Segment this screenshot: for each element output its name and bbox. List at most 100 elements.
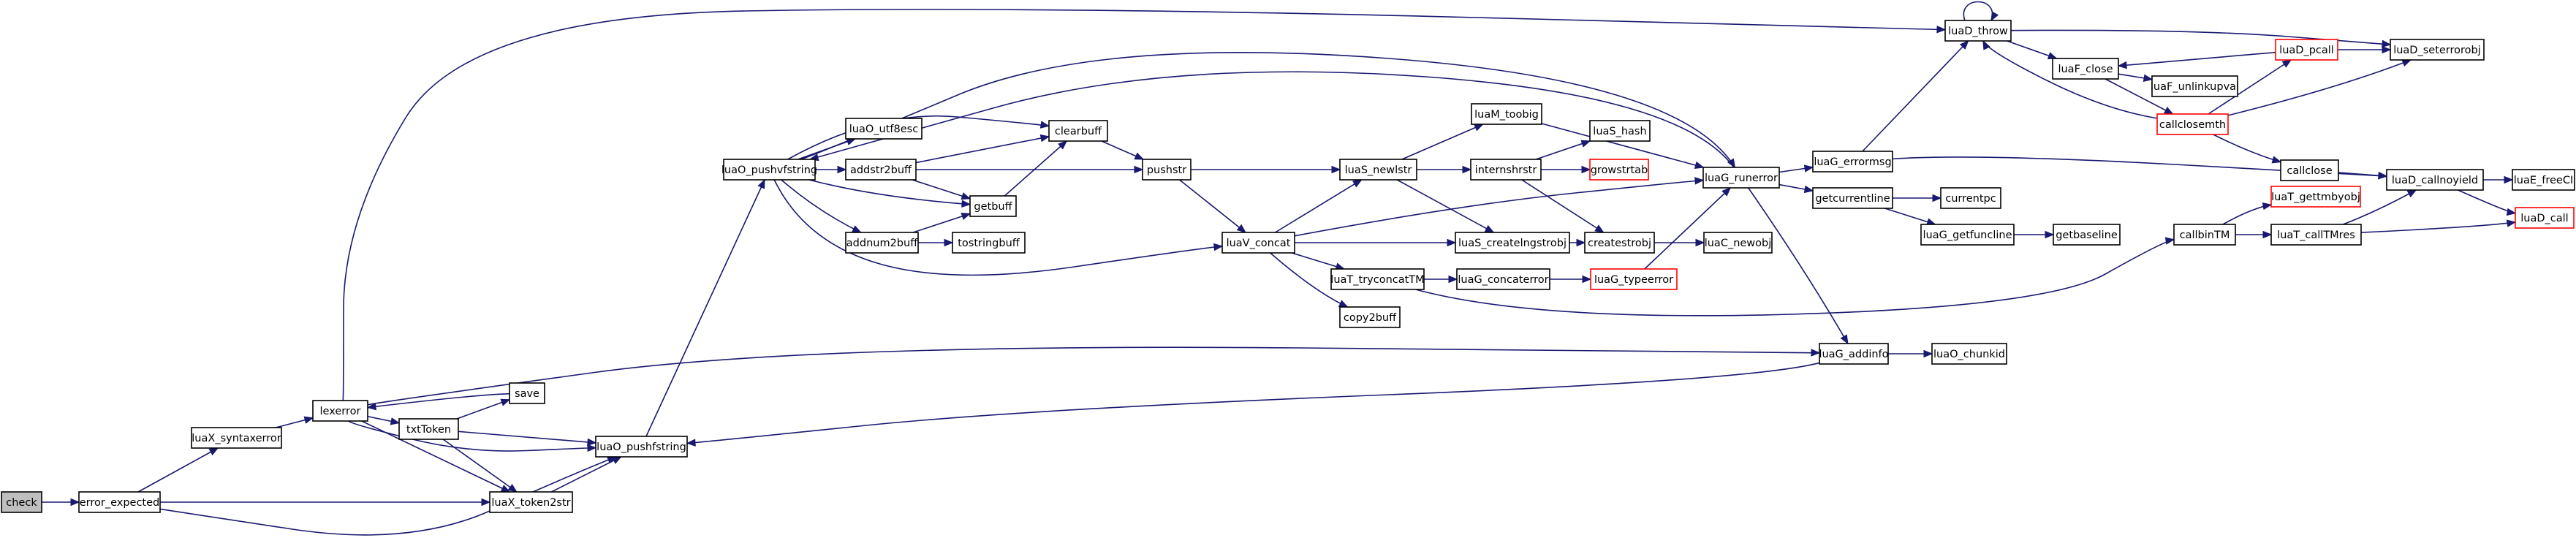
edge-line bbox=[800, 52, 1736, 168]
edge-error_expected-to-luaX_syntaxerror bbox=[137, 447, 219, 493]
node-getbuff[interactable]: getbuff bbox=[969, 195, 1017, 217]
node-tostringbuff[interactable]: tostringbuff bbox=[952, 232, 1026, 254]
node-pushstr[interactable]: pushstr bbox=[1142, 159, 1192, 181]
node-luaO_chunkid[interactable]: luaO_chunkid bbox=[1931, 343, 2007, 365]
node-label: luaG_typeerror bbox=[1594, 274, 1673, 286]
edge-line bbox=[1982, 40, 2158, 119]
node-currentpc[interactable]: currentpc bbox=[1940, 187, 2001, 209]
node-label: luaT_gettmbyobj bbox=[2271, 192, 2360, 203]
node-luaO_pushvfstring[interactable]: luaO_pushvfstring bbox=[721, 159, 817, 181]
node-callclose[interactable]: callclose bbox=[2280, 159, 2339, 181]
node-copy2buff[interactable]: copy2buff bbox=[1339, 306, 1401, 328]
node-luaS_hash[interactable]: luaS_hash bbox=[1589, 120, 1651, 142]
node-luaG_addinfo[interactable]: luaG_addinfo bbox=[1819, 343, 1889, 365]
edge-arrowhead bbox=[1695, 238, 1705, 247]
node-box bbox=[312, 400, 368, 422]
node-box bbox=[1812, 187, 1893, 209]
node-luaG_runerror[interactable]: luaG_runerror bbox=[1702, 167, 1780, 189]
edge-arrowhead bbox=[303, 416, 314, 424]
node-createstrobj[interactable]: createstrobj bbox=[1584, 232, 1655, 254]
edge-addstr2buff-to-pushstr bbox=[916, 165, 1144, 174]
node-luaD_seterrorobj[interactable]: luaD_seterrorobj bbox=[2390, 39, 2485, 61]
node-label: luaG_addinfo bbox=[1819, 349, 1888, 360]
node-luaC_newobj[interactable]: luaC_newobj bbox=[1703, 232, 1773, 254]
node-label: luaG_runerror bbox=[1705, 172, 1778, 184]
edge-internshrstr-to-growstrtab bbox=[1541, 165, 1591, 174]
edge-arrowhead bbox=[837, 165, 847, 174]
node-luaT_tryconcatTM[interactable]: luaT_tryconcatTM bbox=[1330, 268, 1425, 290]
node-luaO_pushfstring[interactable]: luaO_pushfstring bbox=[595, 436, 688, 458]
edge-arrowhead bbox=[1990, 11, 1999, 22]
edge-arrowhead bbox=[2163, 107, 2174, 115]
node-txtToken[interactable]: txtToken bbox=[398, 418, 459, 440]
edge-line bbox=[1862, 40, 1969, 152]
node-box bbox=[1940, 187, 2001, 209]
node-error_expected[interactable]: error_expected bbox=[78, 491, 161, 513]
edge-luaG_getfuncline-to-getbaseline bbox=[2014, 230, 2055, 239]
edge-luaG_runerror-to-luaO_pushvfstring bbox=[808, 71, 1735, 168]
node-lexerror[interactable]: lexerror bbox=[312, 400, 368, 422]
node-luaD_callnoyield[interactable]: luaD_callnoyield bbox=[2386, 169, 2484, 191]
node-box bbox=[969, 195, 1017, 217]
node-luaG_concaterror[interactable]: luaG_concaterror bbox=[1456, 268, 1550, 290]
node-box bbox=[2515, 207, 2575, 229]
edge-arrowhead bbox=[507, 484, 518, 493]
node-luaO_utf8esc[interactable]: luaO_utf8esc bbox=[845, 118, 923, 140]
edge-arrowhead bbox=[2382, 39, 2392, 48]
node-label: luaV_concat bbox=[1227, 238, 1291, 249]
node-luaT_gettmbyobj[interactable]: luaT_gettmbyobj bbox=[2270, 186, 2361, 208]
node-box bbox=[1142, 159, 1192, 181]
node-luaX_token2str[interactable]: luaX_token2str bbox=[489, 491, 573, 513]
edge-arrowhead bbox=[2281, 59, 2292, 68]
node-callclosemth[interactable]: callclosemth bbox=[2156, 113, 2229, 135]
node-callbinTM[interactable]: callbinTM bbox=[2173, 224, 2236, 246]
node-luaE_freeCI[interactable]: luaE_freeCI bbox=[2512, 169, 2575, 191]
edge-arrowhead bbox=[1803, 185, 1814, 194]
node-luaM_toobig[interactable]: luaM_toobig bbox=[1471, 103, 1542, 125]
node-luaD_call[interactable]: luaD_call bbox=[2515, 207, 2575, 229]
edge-line bbox=[912, 179, 971, 200]
node-luaF_close[interactable]: luaF_close bbox=[2052, 58, 2119, 80]
node-luaS_createlngstrobj[interactable]: luaS_createlngstrobj bbox=[1455, 232, 1570, 254]
edge-lexerror-to-luaG_addinfo bbox=[367, 346, 1821, 406]
node-luaX_syntaxerror[interactable]: luaX_syntaxerror bbox=[191, 427, 282, 449]
edge-arrowhead bbox=[2506, 219, 2517, 227]
edge-arrowhead bbox=[1447, 238, 1457, 247]
edge-addstr2buff-to-clearbuff bbox=[915, 134, 1050, 164]
edge-pushstr-to-luaS_newlstr bbox=[1191, 165, 1341, 174]
node-box bbox=[1471, 103, 1542, 125]
edge-line bbox=[1275, 179, 1362, 233]
node-internshrstr[interactable]: internshrstr bbox=[1470, 159, 1542, 181]
node-luaF_unlinkupval[interactable]: luaF_unlinkupval bbox=[2151, 75, 2239, 97]
node-box bbox=[2270, 224, 2362, 246]
node-box bbox=[1455, 232, 1570, 254]
node-luaG_getfuncline[interactable]: luaG_getfuncline bbox=[1920, 224, 2015, 246]
edge-line bbox=[787, 115, 1050, 160]
node-label: luaX_syntaxerror bbox=[192, 433, 281, 444]
edge-line bbox=[442, 439, 518, 493]
node-luaG_typeerror[interactable]: luaG_typeerror bbox=[1590, 268, 1678, 290]
node-luaS_newlstr[interactable]: luaS_newlstr bbox=[1339, 159, 1417, 181]
edge-line bbox=[1884, 208, 1936, 225]
node-luaD_throw[interactable]: luaD_throw bbox=[1944, 20, 2012, 42]
node-growstrtab[interactable]: growstrtab bbox=[1589, 159, 1649, 181]
node-luaT_callTMres[interactable]: luaT_callTMres bbox=[2270, 224, 2362, 246]
node-luaV_concat[interactable]: luaV_concat bbox=[1221, 232, 1295, 254]
node-clearbuff[interactable]: clearbuff bbox=[1048, 120, 1108, 142]
edge-arrowhead bbox=[2262, 202, 2273, 211]
node-box bbox=[2270, 186, 2361, 208]
node-label: luaD_callnoyield bbox=[2392, 175, 2478, 186]
node-getcurrentline[interactable]: getcurrentline bbox=[1812, 187, 1893, 209]
node-box bbox=[1589, 159, 1649, 181]
edge-line bbox=[1294, 179, 1704, 237]
node-save[interactable]: save bbox=[509, 382, 545, 404]
edge-callbinTM-to-luaT_callTMres bbox=[2235, 230, 2273, 239]
node-getbaseline[interactable]: getbaseline bbox=[2053, 224, 2121, 246]
node-check[interactable]: check bbox=[1, 491, 42, 513]
node-luaD_pcall[interactable]: luaD_pcall bbox=[2275, 39, 2338, 61]
node-box bbox=[2390, 39, 2485, 61]
node-addnum2buff[interactable]: addnum2buff bbox=[845, 232, 919, 254]
node-luaG_errormsg[interactable]: luaG_errormsg bbox=[1812, 151, 1893, 172]
node-addstr2buff[interactable]: addstr2buff bbox=[845, 159, 917, 181]
edge-luaO_pushvfstring-to-luaG_runerror bbox=[800, 52, 1736, 169]
